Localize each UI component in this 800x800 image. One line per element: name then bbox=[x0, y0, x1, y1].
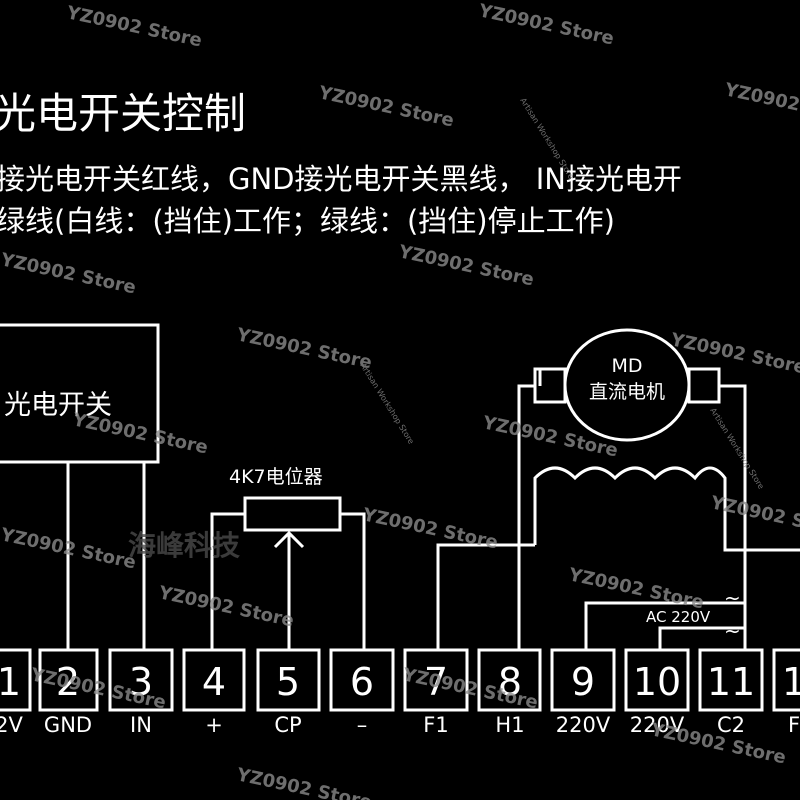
terminal-number: 11 bbox=[707, 660, 755, 704]
watermark-store: YZ0902 Store bbox=[396, 241, 536, 290]
terminal-number: 7 bbox=[424, 660, 448, 704]
terminal-label: 220V bbox=[556, 713, 611, 737]
ac-voltage-label: AC 220V bbox=[646, 608, 711, 626]
motor-lead-left bbox=[517, 384, 535, 650]
motor-brush-right bbox=[687, 367, 721, 404]
ac-symbol-bottom: ~ bbox=[724, 619, 741, 643]
page-title: 光电开关控制 bbox=[0, 89, 247, 138]
ac-symbol-top: ~ bbox=[724, 586, 741, 610]
motor-label-bottom: 直流电机 bbox=[589, 381, 665, 403]
wire-220v-a bbox=[584, 601, 745, 650]
watermark-store: YZ0902 Store bbox=[476, 0, 616, 49]
watermark-store: YZ0902 Store bbox=[0, 249, 138, 298]
terminal-number: 10 bbox=[633, 660, 681, 704]
pot-wire-plus bbox=[210, 512, 245, 650]
terminal-number: 3 bbox=[129, 660, 153, 704]
terminal-label: IN bbox=[130, 713, 152, 737]
wire-f1 bbox=[436, 543, 535, 650]
terminal-strip bbox=[0, 648, 800, 712]
terminal-number: 1 bbox=[0, 660, 21, 704]
terminal-number: 2 bbox=[56, 660, 80, 704]
terminal-label: 220V bbox=[630, 713, 685, 737]
terminal-label: H1 bbox=[495, 713, 524, 737]
terminal-number: 9 bbox=[571, 660, 595, 704]
terminal-label: CP bbox=[274, 713, 301, 737]
watermark-store: YZ0902 Store bbox=[316, 82, 456, 131]
terminal-label: C2 bbox=[717, 713, 745, 737]
terminal-number: 6 bbox=[350, 660, 374, 704]
watermark-store: YZ0902 Store bbox=[722, 79, 800, 128]
pot-wiper-arrow bbox=[273, 530, 305, 549]
potentiometer-body bbox=[243, 496, 342, 532]
watermark-store: YZ0902 Store bbox=[708, 492, 800, 541]
terminal-number: 5 bbox=[276, 660, 300, 704]
terminal-number: 1 bbox=[782, 660, 800, 704]
watermark-store: YZ0902 Store bbox=[156, 582, 296, 631]
terminal-label: F1 bbox=[423, 713, 448, 737]
terminal-number: 8 bbox=[498, 660, 522, 704]
terminal-label: GND bbox=[44, 713, 92, 737]
terminal-label: 2V bbox=[0, 713, 23, 737]
watermark-brand: Artisan Workshop Store bbox=[708, 406, 765, 491]
terminal-number: 4 bbox=[202, 660, 226, 704]
watermark-brand: Artisan Workshop Store bbox=[518, 96, 575, 181]
sensor-label: 光电开关 bbox=[4, 390, 112, 421]
watermark-brand: Artisan Workshop Store bbox=[358, 361, 415, 446]
potentiometer-label: 4K7电位器 bbox=[229, 466, 323, 488]
pot-wire-minus bbox=[340, 512, 366, 650]
watermark-store: YZ0902 Store bbox=[360, 504, 500, 553]
watermark-store: YZ0902 Store bbox=[64, 2, 204, 51]
instruction-line-2: 绿线(白线：(挡住)工作；绿线：(挡住)停止工作) bbox=[0, 204, 615, 238]
motor-lead-right bbox=[719, 384, 747, 650]
wire-220v-b bbox=[658, 626, 745, 650]
watermark-store: YZ0902 Store bbox=[70, 409, 210, 458]
motor-label-top: MD bbox=[611, 355, 642, 377]
watermark-store: YZ0902 Store bbox=[480, 412, 620, 461]
watermark-store: YZ0902 Store bbox=[234, 764, 374, 800]
watermark-logo: 海峰科技 bbox=[128, 529, 240, 562]
terminal-label: + bbox=[205, 713, 223, 737]
instruction-line-1: 接光电开关红线，GND接光电开关黑线， IN接光电开 bbox=[0, 162, 682, 196]
watermark-store: YZ0902 Store bbox=[234, 324, 374, 373]
sensor-box bbox=[0, 323, 160, 464]
terminal-label: F bbox=[788, 713, 800, 737]
field-coil-winding bbox=[533, 466, 800, 552]
terminal-label: – bbox=[357, 713, 368, 737]
